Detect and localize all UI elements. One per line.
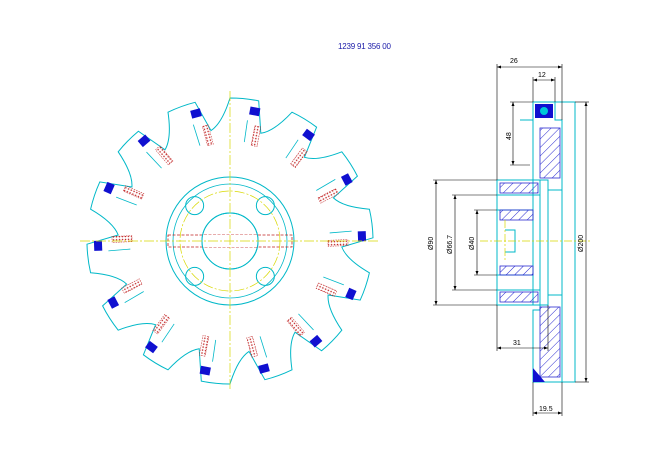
tooth-edge bbox=[316, 179, 336, 191]
cutter-insert bbox=[107, 296, 120, 309]
cutter-insert bbox=[103, 181, 115, 195]
front-view bbox=[80, 91, 380, 391]
insert-pocket bbox=[111, 235, 133, 243]
insert-pocket bbox=[327, 239, 349, 247]
cutter-insert bbox=[357, 231, 367, 242]
cutter-insert bbox=[145, 340, 158, 354]
tooth-edge bbox=[298, 313, 314, 331]
insert-pocket bbox=[198, 335, 210, 357]
insert-pocket bbox=[152, 314, 170, 335]
dim-key-width: 12 bbox=[538, 72, 546, 79]
tooth-edge bbox=[116, 196, 137, 206]
cutter-insert bbox=[340, 173, 353, 186]
tooth-edge bbox=[124, 291, 144, 303]
insert-pocket bbox=[155, 145, 174, 166]
tooth-edge bbox=[329, 230, 352, 234]
tooth-edge bbox=[108, 248, 131, 252]
tooth-edge bbox=[192, 124, 201, 146]
dim-hub-length: 31 bbox=[513, 340, 521, 347]
tooth-edge bbox=[243, 120, 248, 143]
insert-pocket bbox=[315, 282, 338, 297]
tooth-edge bbox=[161, 323, 175, 343]
section-view: 26 12 48 Ø90 Ø66.7 Ø40 Ø200 31 19.5 bbox=[428, 58, 590, 416]
dim-bore: Ø40 bbox=[469, 237, 476, 250]
dim-recess: Ø66.7 bbox=[447, 235, 454, 254]
cutter-insert bbox=[345, 287, 357, 301]
cutter-insert bbox=[302, 128, 315, 142]
cutter-insert bbox=[190, 108, 202, 119]
bolt-circle bbox=[179, 190, 281, 292]
part-number: 1239 91 356 00 bbox=[338, 42, 391, 51]
dim-insert-offset: 19.5 bbox=[539, 406, 553, 413]
insert-pocket bbox=[121, 278, 143, 294]
tooth-edge bbox=[285, 139, 299, 159]
dim-width-total: 26 bbox=[510, 58, 518, 65]
tooth-edge bbox=[146, 151, 162, 169]
cutter-insert bbox=[199, 365, 211, 376]
dim-depth: 48 bbox=[506, 132, 513, 140]
insert-pocket bbox=[246, 335, 258, 358]
insert-pocket bbox=[290, 147, 308, 168]
cutter-insert bbox=[258, 363, 270, 374]
dim-outer-hub: Ø90 bbox=[428, 237, 435, 250]
cutter-insert bbox=[93, 240, 103, 251]
tooth-edge bbox=[323, 276, 344, 286]
cutter-insert bbox=[249, 106, 261, 117]
cutter-insert bbox=[309, 334, 323, 348]
cutter-insert bbox=[137, 134, 151, 148]
bolt-hole bbox=[185, 266, 205, 286]
bolt-hole bbox=[255, 266, 275, 286]
bolt-hole bbox=[255, 196, 275, 216]
insert-pocket bbox=[122, 185, 145, 200]
insert-pocket bbox=[202, 124, 214, 147]
insert-pocket bbox=[317, 188, 339, 204]
bolt-hole bbox=[185, 196, 205, 216]
dim-cutter: Ø200 bbox=[578, 235, 585, 252]
tooth-edge bbox=[212, 339, 217, 362]
insert-pocket bbox=[286, 316, 305, 337]
tooth-edge bbox=[259, 336, 268, 358]
insert-pocket bbox=[250, 125, 262, 147]
